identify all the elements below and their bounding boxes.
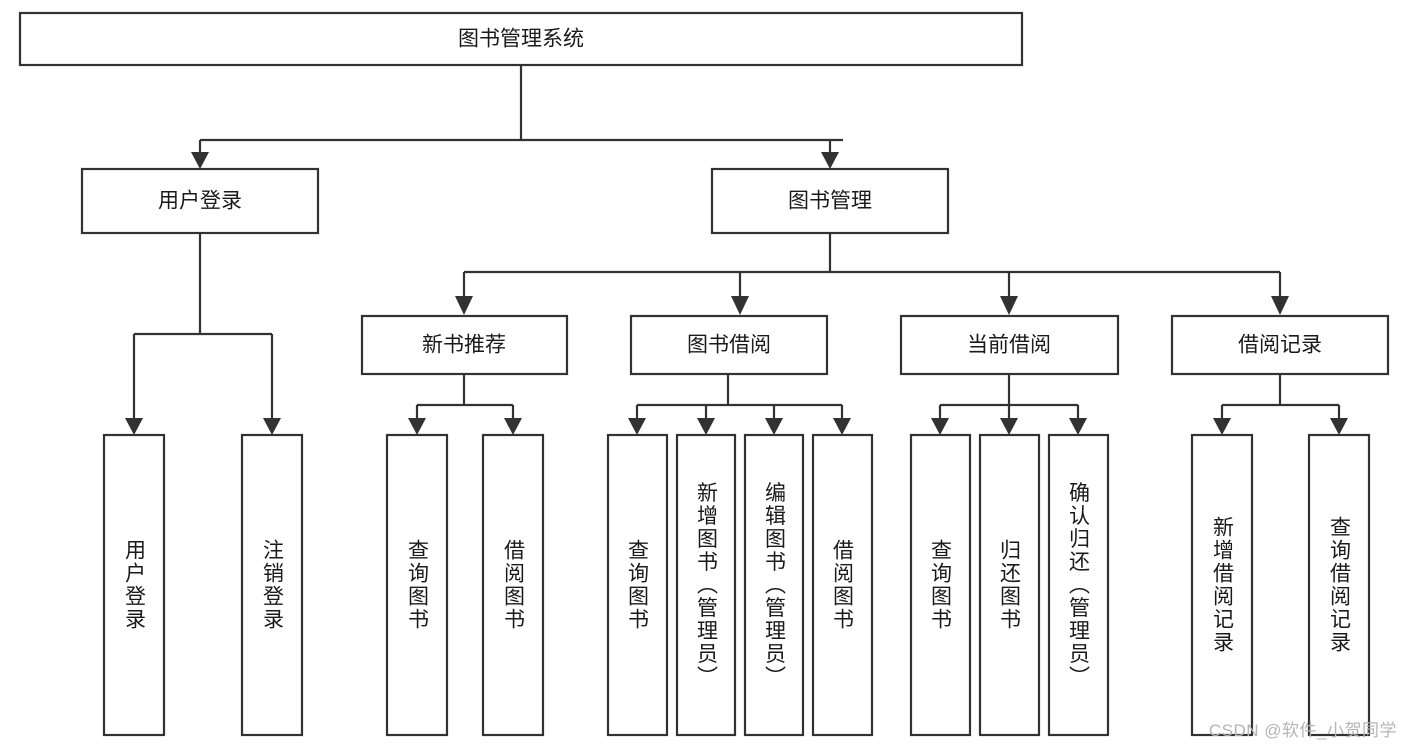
leaf-borrow-book-2-label: 借阅图书 <box>831 539 855 631</box>
node-root-label: 图书管理系统 <box>458 28 584 51</box>
leaf-borrow-book-1-label: 借阅图书 <box>502 539 526 631</box>
node-root-box[interactable] <box>18 11 1024 67</box>
node-book-borrow-label: 图书借阅 <box>687 334 771 357</box>
leaf-add-book-label: 新增图书（管理员） <box>695 482 719 689</box>
arrowhead-book-borrow <box>731 296 749 315</box>
leaf-add-book-box[interactable] <box>675 433 737 737</box>
arrowhead-nbr-leaf2 <box>504 418 522 435</box>
arrowhead-current-borrow <box>1000 296 1018 315</box>
leaf-query-book-2-box[interactable] <box>606 433 669 737</box>
arrowhead-bb-leaf4 <box>833 418 851 435</box>
leaf-edit-book-label: 编辑图书（管理员） <box>763 482 787 689</box>
arrowhead-cb-leaf3 <box>1069 418 1087 435</box>
leaf-confirm-return[interactable]: 确认归还（管理员） <box>1047 433 1110 737</box>
arrowhead-cb-leaf1 <box>931 418 949 435</box>
leaf-return-book-box[interactable] <box>978 433 1041 737</box>
arrowhead-br-leaf1 <box>1213 418 1231 435</box>
arrowhead-ul-leaf1 <box>125 418 143 435</box>
leaf-add-record-label: 新增借阅记录 <box>1211 516 1235 654</box>
node-user-login-box[interactable] <box>80 167 320 235</box>
leaf-confirm-return-label: 确认归还（管理员） <box>1067 482 1091 689</box>
leaf-add-book[interactable]: 新增图书（管理员） <box>675 433 737 737</box>
arrowhead-ul-leaf2 <box>263 418 281 435</box>
arrowhead-book-manage <box>821 152 839 169</box>
leaf-confirm-return-box[interactable] <box>1047 433 1110 737</box>
leaf-query-book-3[interactable]: 查询图书 <box>909 433 972 737</box>
node-borrow-record-box[interactable] <box>1170 314 1390 376</box>
node-book-manage-box[interactable] <box>710 167 950 235</box>
node-new-book-rec-box[interactable] <box>360 314 569 376</box>
leaf-edit-book[interactable]: 编辑图书（管理员） <box>743 433 805 737</box>
leaf-query-book-2-label: 查询图书 <box>626 539 650 631</box>
leaf-user-logout[interactable]: 注销登录 <box>240 433 304 737</box>
node-user-login-label: 用户登录 <box>158 190 242 213</box>
leaf-query-book-2[interactable]: 查询图书 <box>606 433 669 737</box>
arrowhead-new-book-rec <box>455 296 473 315</box>
arrowhead-user-login <box>191 152 209 169</box>
leaf-user-login-label: 用户登录 <box>123 539 147 631</box>
arrowhead-bb-leaf3 <box>765 418 783 435</box>
leaf-query-book-3-box[interactable] <box>909 433 972 737</box>
leaf-query-book-1[interactable]: 查询图书 <box>385 433 449 737</box>
leaf-add-record[interactable]: 新增借阅记录 <box>1190 433 1254 737</box>
leaf-query-record-box[interactable] <box>1307 433 1371 737</box>
leaf-user-logout-box[interactable] <box>240 433 304 737</box>
leaf-user-logout-label: 注销登录 <box>261 539 285 631</box>
node-current-borrow-box[interactable] <box>899 314 1120 376</box>
leaf-query-book-1-label: 查询图书 <box>406 539 430 631</box>
node-book-borrow-box[interactable] <box>629 314 829 376</box>
node-book-manage[interactable]: 图书管理 <box>710 167 950 235</box>
node-current-borrow-label: 当前借阅 <box>967 334 1051 357</box>
leaf-query-record-label: 查询借阅记录 <box>1328 516 1352 654</box>
arrowhead-bb-leaf2 <box>697 418 715 435</box>
leaf-query-record[interactable]: 查询借阅记录 <box>1307 433 1371 737</box>
leaf-query-book-1-box[interactable] <box>385 433 449 737</box>
node-borrow-record[interactable]: 借阅记录 <box>1170 314 1390 376</box>
node-root[interactable]: 图书管理系统 <box>18 11 1024 67</box>
node-current-borrow[interactable]: 当前借阅 <box>899 314 1120 376</box>
leaf-borrow-book-1-box[interactable] <box>481 433 545 737</box>
leaf-borrow-book-2-box[interactable] <box>811 433 874 737</box>
arrowhead-nbr-leaf1 <box>408 418 426 435</box>
leaf-borrow-book-2[interactable]: 借阅图书 <box>811 433 874 737</box>
node-new-book-rec[interactable]: 新书推荐 <box>360 314 569 376</box>
node-borrow-record-label: 借阅记录 <box>1238 334 1322 357</box>
node-user-login[interactable]: 用户登录 <box>80 167 320 235</box>
leaf-add-record-box[interactable] <box>1190 433 1254 737</box>
leaf-user-login[interactable]: 用户登录 <box>102 433 166 737</box>
node-new-book-rec-label: 新书推荐 <box>422 334 506 357</box>
leaf-edit-book-box[interactable] <box>743 433 805 737</box>
edges-layer <box>125 65 1348 435</box>
node-book-manage-label: 图书管理 <box>788 190 872 213</box>
leaf-query-book-3-label: 查询图书 <box>929 539 953 631</box>
node-book-borrow[interactable]: 图书借阅 <box>629 314 829 376</box>
arrowhead-cb-leaf2 <box>1000 418 1018 435</box>
arrowhead-borrow-record <box>1271 296 1289 315</box>
leaf-return-book[interactable]: 归还图书 <box>978 433 1041 737</box>
arrowhead-br-leaf2 <box>1330 418 1348 435</box>
leaf-return-book-label: 归还图书 <box>998 539 1022 631</box>
arrowhead-bb-leaf1 <box>628 418 646 435</box>
leaf-user-login-box[interactable] <box>102 433 166 737</box>
leaf-borrow-book-1[interactable]: 借阅图书 <box>481 433 545 737</box>
